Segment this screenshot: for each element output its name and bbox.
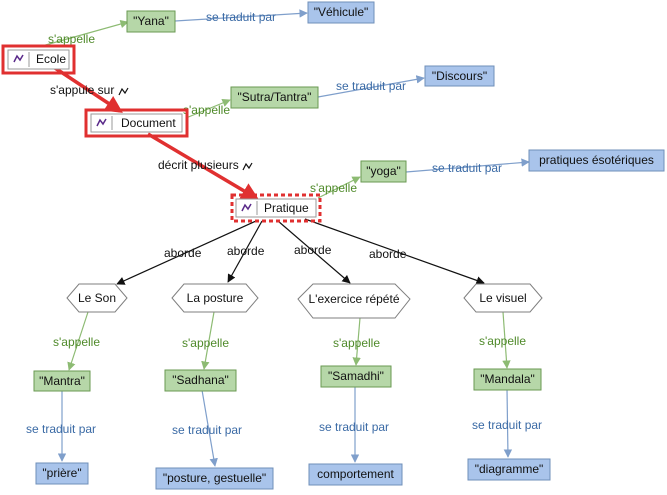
link-pratique-exercice[interactable] [277,220,351,284]
translation-node-priere[interactable]: "prière" [35,462,89,485]
label-sappelle-mandala: s'appelle [479,334,526,348]
svg-text:décrit plusieurs: décrit plusieurs [158,158,239,172]
network-graph-icon [96,118,107,127]
aspect-node-visuel[interactable]: Le visuel [463,283,543,313]
svg-text:s'appuie sur: s'appuie sur [50,83,114,97]
concept-label-ecole: Ecole [36,52,66,66]
label-traduit-yana: se traduit par [206,10,276,24]
name-node-yana[interactable]: "Yana" [126,10,176,33]
network-graph-icon [242,162,253,171]
label-aborde-son: aborde [164,246,202,260]
svg-text:L'exercice répété: L'exercice répété [308,292,399,306]
aspect-node-exercice[interactable]: L'exercice répété [297,283,411,319]
translation-node-diagramme[interactable]: "diagramme" [467,458,551,481]
svg-text:"Sadhana": "Sadhana" [172,373,229,387]
svg-text:pratiques ésotériques: pratiques ésotériques [539,153,654,167]
name-node-sadhana[interactable]: "Sadhana" [164,369,237,392]
svg-text:"Discours": "Discours" [432,69,487,83]
link-pratique-yoga[interactable] [317,176,361,199]
label-traduit-samadhi: se traduit par [319,420,389,434]
link-visuel-mandala[interactable] [502,311,511,369]
network-graph-icon [13,54,24,63]
network-graph-icon [241,203,252,212]
concept-label-document: Document [121,116,176,130]
link-pratique-son[interactable] [116,220,257,285]
label-sappuie-sur: s'appuie sur [50,83,129,97]
name-node-sutra[interactable]: "Sutra/Tantra" [230,86,319,109]
link-pratique-visuel[interactable] [304,218,485,285]
translation-node-pratiques[interactable]: pratiques ésotériques [528,149,665,172]
name-node-samadhi[interactable]: "Samadhi" [320,365,392,388]
svg-text:"Sutra/Tantra": "Sutra/Tantra" [238,90,312,104]
label-sappelle-sutra: s'appelle [183,103,230,117]
link-ecole-yana[interactable] [41,19,129,47]
svg-text:"Véhicule": "Véhicule" [314,5,369,19]
link-son-mantra[interactable] [67,311,89,371]
label-decrit-plusieurs: décrit plusieurs [158,158,253,172]
link-posture-sadhana[interactable] [201,311,215,370]
link-mandala-diagramme[interactable] [503,388,513,458]
label-aborde-visuel: aborde [369,247,407,261]
label-traduit-sadhana: se traduit par [172,423,242,437]
svg-text:"yoga": "yoga" [366,164,401,178]
svg-text:La posture: La posture [187,291,244,305]
link-exercice-samadhi[interactable] [352,317,361,366]
network-graph-icon [118,87,129,96]
concept-node-document[interactable]: Document [84,108,189,138]
link-sadhana-posture[interactable] [201,389,218,467]
svg-text:"Mantra": "Mantra" [39,374,85,388]
svg-text:"Yana": "Yana" [133,14,169,28]
translation-node-vehicule[interactable]: "Véhicule" [307,1,375,24]
name-node-mandala[interactable]: "Mandala" [473,368,542,391]
aspect-node-son[interactable]: Le Son [66,283,128,313]
link-document-sutra[interactable] [185,98,231,119]
concept-node-pratique[interactable]: Pratique [230,193,322,223]
svg-text:"posture, gestuelle": "posture, gestuelle" [163,471,266,485]
label-sappelle-samadhi: s'appelle [333,336,380,350]
label-traduit-mandala: se traduit par [472,418,542,432]
label-aborde-posture: aborde [227,244,265,258]
label-traduit-sutra: se traduit par [336,79,406,93]
label-traduit-mantra: se traduit par [26,422,96,436]
svg-text:Le visuel: Le visuel [479,291,526,305]
svg-text:"Samadhi": "Samadhi" [328,369,384,383]
link-pratique-posture[interactable] [227,220,263,283]
svg-text:"diagramme": "diagramme" [475,462,544,476]
link-yana-vehicule[interactable] [174,9,308,22]
link-sutra-discours[interactable] [317,75,425,98]
name-node-yoga[interactable]: "yoga" [360,160,407,183]
link-document-pratique[interactable] [147,132,260,200]
svg-text:"prière": "prière" [42,466,81,480]
label-sappelle-yana: s'appelle [48,32,95,46]
link-ecole-document[interactable] [54,66,123,113]
svg-text:comportement: comportement [317,467,394,481]
aspect-node-posture[interactable]: La posture [171,283,259,313]
translation-node-posture[interactable]: "posture, gestuelle" [155,467,274,490]
label-sappelle-sadhana: s'appelle [182,336,229,350]
label-traduit-yoga: se traduit par [432,161,502,175]
translation-node-comportement[interactable]: comportement [308,463,403,486]
concept-label-pratique: Pratique [264,201,309,215]
translation-node-discours[interactable]: "Discours" [424,65,495,87]
name-node-mantra[interactable]: "Mantra" [33,370,91,392]
svg-text:"Mandala": "Mandala" [480,372,535,386]
svg-text:Le Son: Le Son [78,291,116,305]
label-aborde-exercice: aborde [294,243,332,257]
concept-node-ecole[interactable]: Ecole [1,44,76,75]
link-yoga-pratiques[interactable] [405,158,530,173]
label-sappelle-mantra: s'appelle [53,335,100,349]
label-sappelle-yoga: s'appelle [310,181,357,195]
